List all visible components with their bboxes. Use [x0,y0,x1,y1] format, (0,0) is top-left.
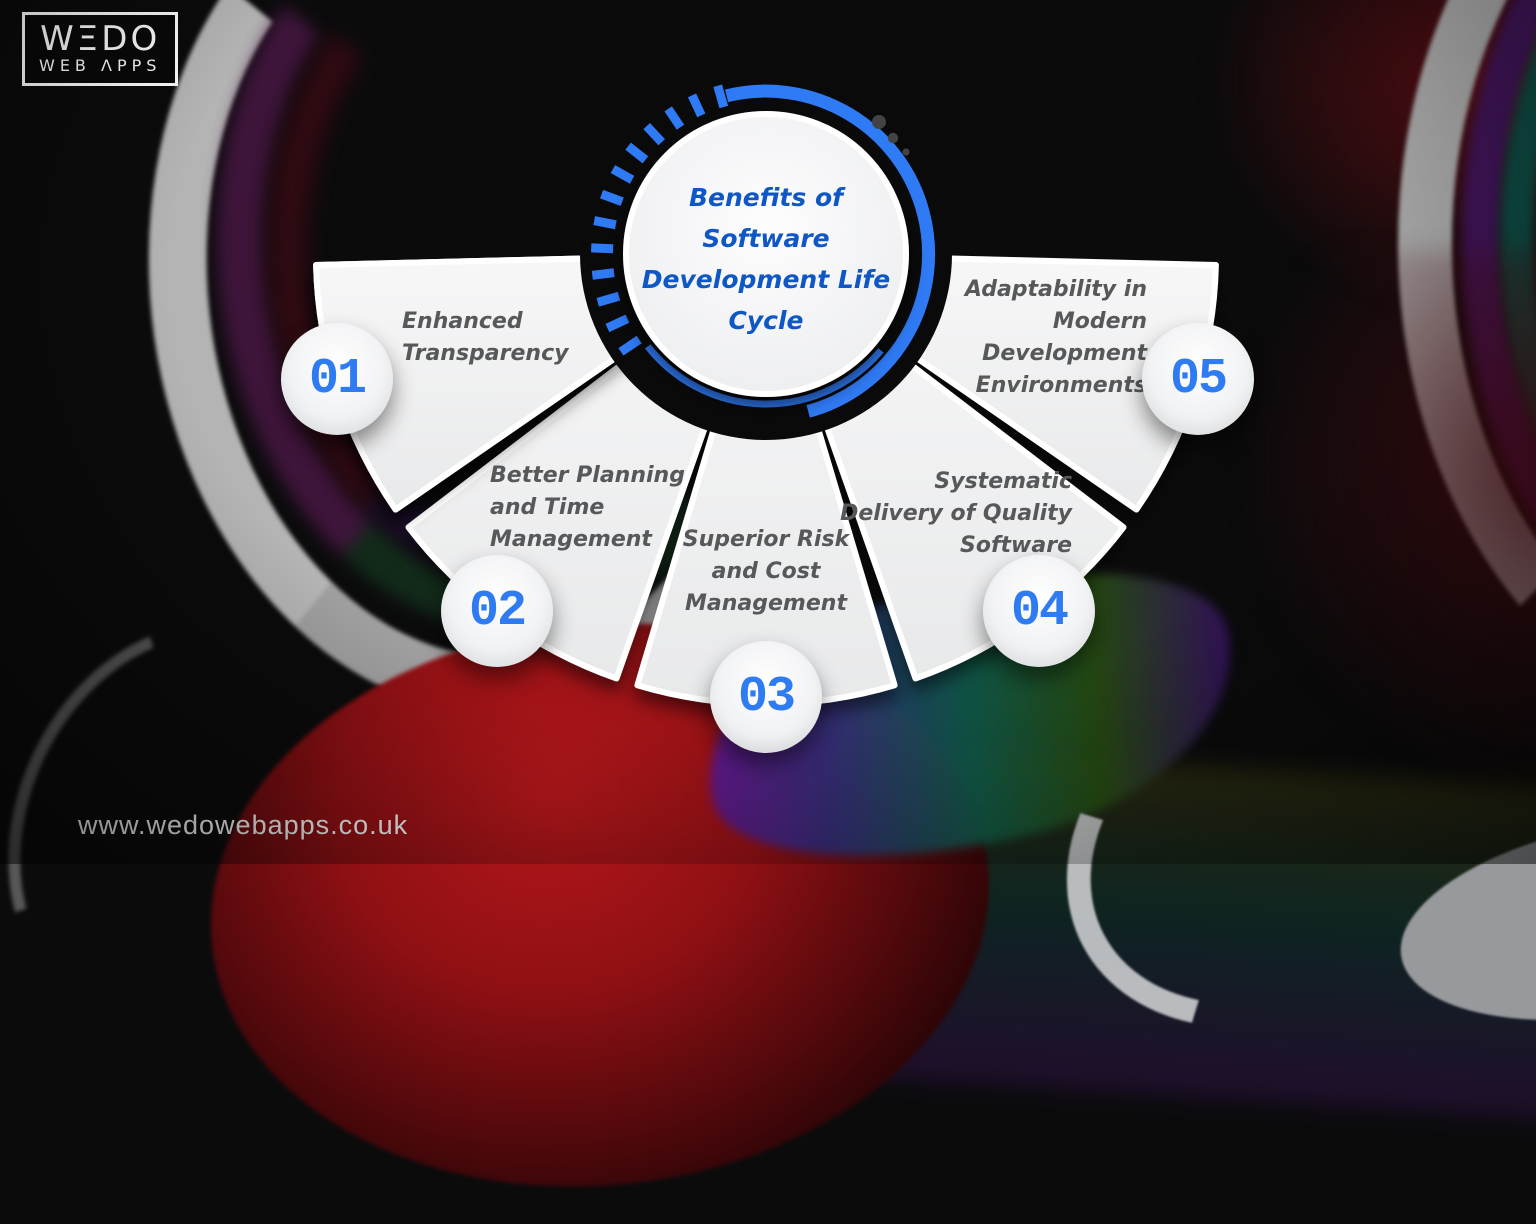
segment-label-05: Adaptability in Modern Development Envir… [947,274,1147,402]
diagram-title: Benefits of Software Development Life Cy… [641,177,891,341]
title-line: Cycle [728,306,804,335]
label-line: Delivery of Quality [840,501,1072,526]
number-badge-04: 04 [983,555,1095,667]
badge-number: 04 [1010,582,1069,640]
title-line: Development Life [641,265,891,294]
label-line: Modern [1052,309,1147,334]
label-line: Enhanced [402,309,523,334]
number-badge-02: 02 [441,555,553,667]
label-line: Adaptability in [964,277,1147,302]
label-line: Better Planning [490,463,685,488]
label-line: Transparency [402,341,569,366]
badge-number: 03 [737,668,796,726]
logo-line-1: WΞDO [40,19,161,59]
label-line: Environments [975,373,1147,398]
number-badge-05: 05 [1142,323,1254,435]
title-line: Software [702,224,830,253]
title-line: Benefits of [688,183,844,212]
badge-number: 01 [308,350,367,408]
segment-label-01: Enhanced Transparency [402,306,592,370]
number-badge-01: 01 [281,323,393,435]
logo-line-2: WEB ΛPPS [39,56,162,75]
website-url: www.wedowebapps.co.uk [78,810,409,840]
label-line: and Time [490,495,605,520]
segment-label-04: Systematic Delivery of Quality Software [812,466,1072,562]
number-badge-03: 03 [710,641,822,753]
label-line: Systematic [934,469,1072,494]
label-line: Management [685,591,847,616]
brand-logo: WΞDO WEB ΛPPS [22,12,179,86]
badge-number: 02 [468,582,527,640]
badge-number: 05 [1169,350,1228,408]
label-line: Development [982,341,1147,366]
